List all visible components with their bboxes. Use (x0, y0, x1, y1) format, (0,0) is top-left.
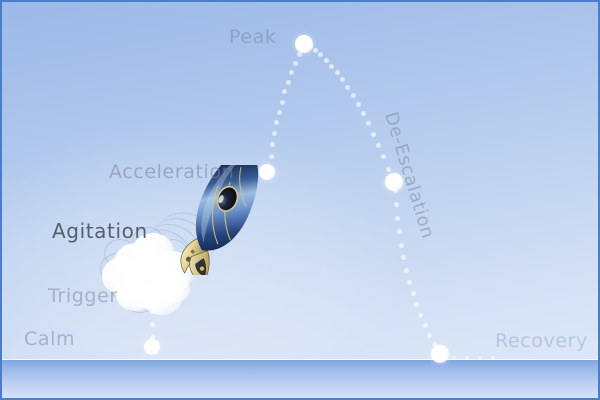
label-acceleration: Acceleration (109, 161, 235, 183)
label-calm: Calm (24, 328, 76, 350)
label-peak: Peak (229, 26, 277, 48)
sky-background (2, 2, 598, 360)
label-agitation: Agitation (52, 219, 148, 243)
ground-plane (2, 360, 598, 398)
acceleration-node (259, 164, 275, 180)
label-trigger: Trigger (48, 285, 118, 307)
recovery-node (431, 345, 449, 363)
de-escalation-node (385, 173, 403, 191)
label-recovery: Recovery (495, 330, 588, 352)
calm-node (144, 339, 160, 355)
horizon-line (2, 359, 598, 360)
peak-node (295, 35, 313, 53)
